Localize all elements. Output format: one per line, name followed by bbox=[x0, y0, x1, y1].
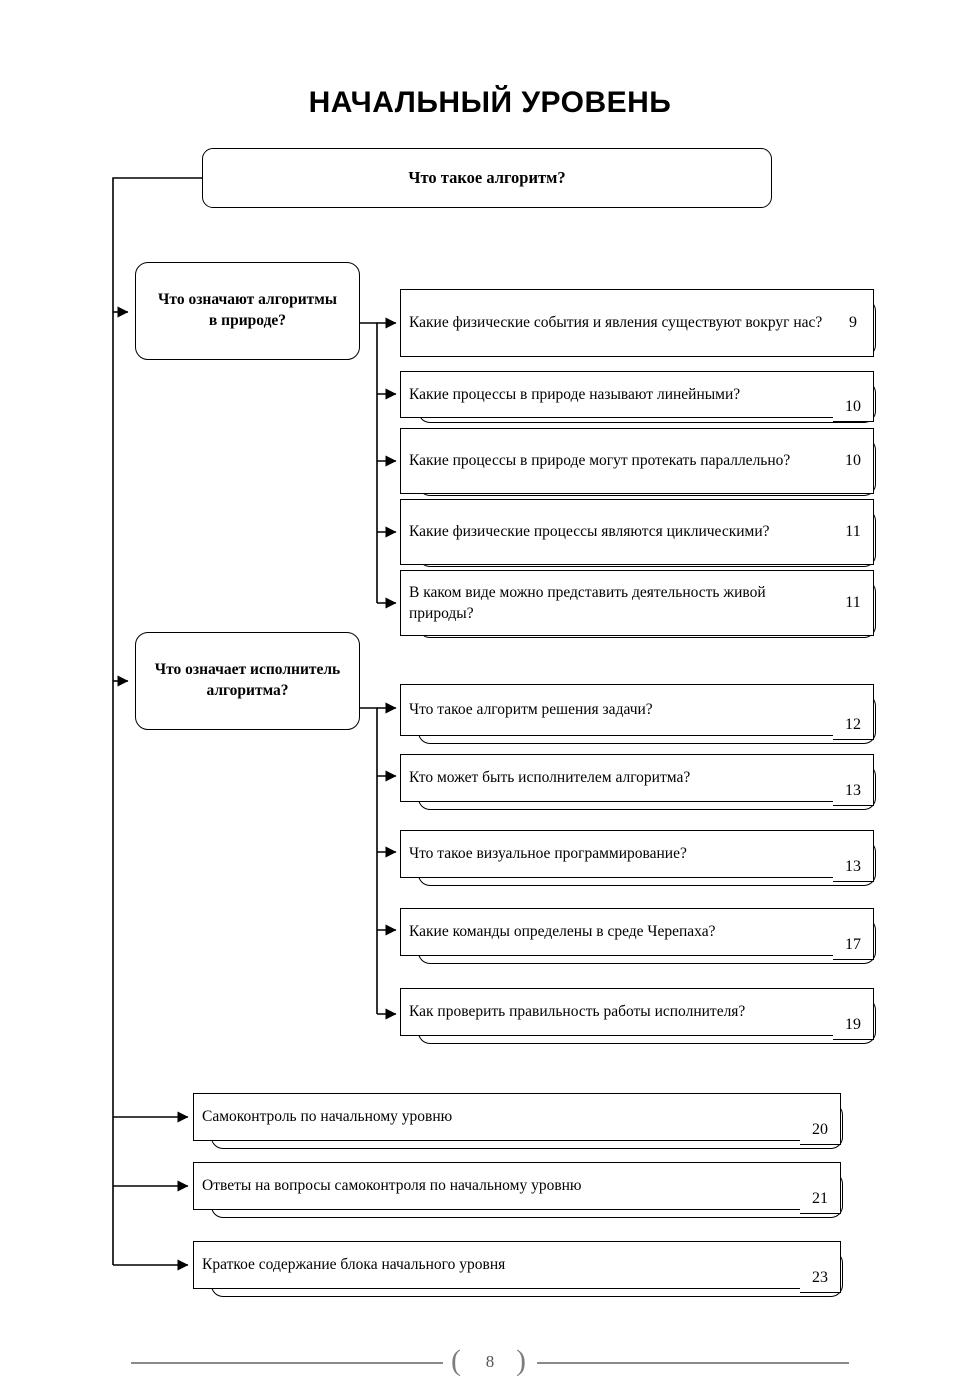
entry-row[interactable]: Что такое визуальное программирование? 1… bbox=[400, 830, 876, 896]
entry-row[interactable]: Как проверить правильность работы исполн… bbox=[400, 988, 876, 1054]
footer-page-number: 8 bbox=[485, 1352, 495, 1371]
footer-rule-right bbox=[537, 1362, 849, 1364]
entry-text: Какие процессы в природе называют линейн… bbox=[400, 371, 834, 418]
category-label-line1: Что означают алгоритмы bbox=[158, 291, 337, 309]
entry-page-number: 11 bbox=[833, 499, 874, 565]
entry-text: Что такое алгоритм решения задачи? bbox=[400, 684, 834, 736]
page-footer: ( ) 8 bbox=[0, 1340, 980, 1386]
entry-text: Самоконтроль по начальному уровню bbox=[193, 1093, 801, 1141]
entry-page-number: 21 bbox=[800, 1162, 841, 1214]
entry-row[interactable]: Какие физические процессы являются цикли… bbox=[400, 499, 876, 577]
entry-page-number: 20 bbox=[800, 1093, 841, 1145]
page-title: НАЧАЛЬНЫЙ УРОВЕНЬ bbox=[308, 86, 672, 119]
entry-page-number: 12 bbox=[833, 684, 874, 740]
entry-page-number: 13 bbox=[833, 754, 874, 806]
entry-text: Краткое содержание блока начального уров… bbox=[193, 1241, 801, 1289]
category-label-line2: в природе? bbox=[208, 312, 287, 329]
entry-text: Кто может быть исполнителем алгоритма? bbox=[400, 754, 834, 802]
entry-text: В каком виде можно представить деятельно… bbox=[400, 570, 834, 636]
entry-text: Какие физические процессы являются цикли… bbox=[400, 499, 834, 565]
footer-brace-right-icon: ) bbox=[516, 1344, 526, 1377]
entry-page-number: 10 bbox=[833, 428, 874, 494]
entry-text: Какие процессы в природе могут протекать… bbox=[400, 428, 834, 494]
entry-row[interactable]: Что такое алгоритм решения задачи? 12 bbox=[400, 684, 876, 754]
entry-page-number: 19 bbox=[833, 988, 874, 1040]
entry-row[interactable]: Кто может быть исполнителем алгоритма? 1… bbox=[400, 754, 876, 820]
entry-text: Как проверить правильность работы исполн… bbox=[400, 988, 834, 1036]
entry-row-summary[interactable]: Самоконтроль по начальному уровню 20 bbox=[193, 1093, 843, 1159]
category-label-line2: алгоритма? bbox=[206, 682, 289, 699]
entry-row-summary[interactable]: Ответы на вопросы самоконтроля по началь… bbox=[193, 1162, 843, 1228]
category-label-line1: Что означает исполнитель bbox=[154, 661, 341, 679]
header-box-label: Что такое алгоритм? bbox=[408, 168, 566, 187]
footer-brace-left-icon: ( bbox=[451, 1344, 461, 1377]
header-box-what-is-algorithm[interactable]: Что такое алгоритм? bbox=[202, 148, 772, 208]
entry-page-number: 23 bbox=[800, 1241, 841, 1293]
entry-row[interactable]: Какие физические события и явления сущес… bbox=[400, 289, 876, 367]
entry-row[interactable]: В каком виде можно представить деятельно… bbox=[400, 570, 876, 648]
entry-page-number: 9 bbox=[833, 289, 874, 357]
entry-page-number: 13 bbox=[833, 830, 874, 882]
entry-row[interactable]: Какие процессы в природе называют линейн… bbox=[400, 371, 876, 433]
entry-row-summary[interactable]: Краткое содержание блока начального уров… bbox=[193, 1241, 843, 1307]
entry-page-number: 10 bbox=[833, 371, 874, 422]
category-box-executor[interactable]: Что означает исполнитель алгоритма? bbox=[135, 632, 360, 730]
entry-text: Какие команды определены в среде Черепах… bbox=[400, 908, 834, 956]
entry-page-number: 17 bbox=[833, 908, 874, 960]
entry-row[interactable]: Какие команды определены в среде Черепах… bbox=[400, 908, 876, 974]
entry-text: Какие физические события и явления сущес… bbox=[400, 289, 834, 357]
entry-row[interactable]: Какие процессы в природе могут протекать… bbox=[400, 428, 876, 506]
entry-text: Что такое визуальное программирование? bbox=[400, 830, 834, 878]
category-box-nature[interactable]: Что означают алгоритмы в природе? bbox=[135, 262, 360, 360]
entry-page-number: 11 bbox=[833, 570, 874, 636]
entry-text: Ответы на вопросы самоконтроля по началь… bbox=[193, 1162, 801, 1210]
footer-rule-left bbox=[131, 1362, 443, 1364]
